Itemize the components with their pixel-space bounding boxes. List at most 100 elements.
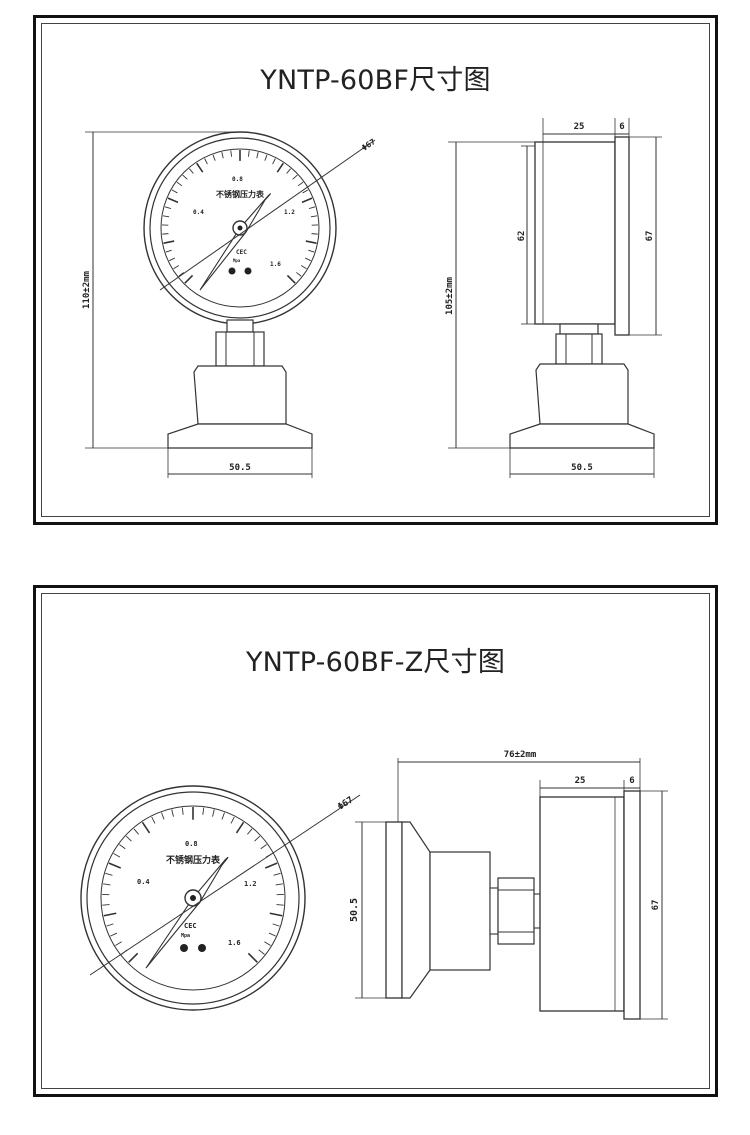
- scale-label: 0.4: [137, 878, 150, 886]
- scale-tick: [297, 181, 304, 187]
- logo: CEC: [236, 249, 247, 256]
- rim-height-label: 67: [645, 231, 655, 242]
- scale-tick: [302, 189, 309, 194]
- scale-tick: [173, 265, 180, 270]
- diaphragm-body: [429, 851, 491, 971]
- scale-tick: [119, 844, 126, 850]
- scale-tick: [247, 828, 253, 835]
- scale-tick: [182, 174, 188, 180]
- scale-tick: [235, 821, 245, 834]
- screw-dot: [244, 267, 252, 275]
- scale-tick: [128, 952, 139, 963]
- flange-width-label: 50.5: [571, 463, 593, 473]
- case: [539, 796, 625, 1012]
- flange-width-label: 50.5: [229, 463, 251, 473]
- panel-title: YNTP-60BF-Z尺寸图: [245, 647, 506, 678]
- dial-scale-ticks: [102, 807, 284, 963]
- front-view-gauge: 0.8 0.4 1.2 1.6 不锈钢压力表 CEC Mpa Φ67 50.5 …: [82, 131, 377, 478]
- flange: [167, 423, 313, 449]
- scale-tick: [102, 904, 110, 906]
- rim-depth-label: 6: [619, 122, 624, 132]
- diaphragm-body: [535, 363, 629, 425]
- scale-tick: [264, 154, 268, 161]
- scale-tick: [305, 240, 317, 245]
- scale-tick: [301, 197, 313, 204]
- needle-hub-center: [237, 225, 243, 231]
- scale-tick: [247, 150, 250, 157]
- case: [534, 141, 616, 325]
- scale-tick: [202, 807, 205, 815]
- scale-tick: [300, 265, 307, 270]
- scale-tick: [308, 206, 316, 209]
- flange: [385, 821, 403, 999]
- scale-tick: [113, 853, 121, 858]
- hex-nut: [555, 333, 603, 365]
- scale-tick: [221, 152, 224, 159]
- scale-tick: [272, 158, 276, 165]
- scale-tick: [165, 249, 172, 253]
- scale-tick: [110, 932, 118, 937]
- scale-label: 1.2: [284, 209, 295, 216]
- scale-tick: [115, 941, 122, 946]
- scale-tick: [108, 862, 122, 869]
- case-depth-label: 25: [574, 122, 585, 132]
- rim-depth-label: 6: [629, 776, 634, 786]
- dial-text: 不锈钢压力表: [216, 189, 265, 199]
- rim-height-label: 67: [651, 900, 661, 911]
- bezel-rim: [614, 136, 630, 336]
- total-height-label: 110±2mm: [82, 270, 92, 309]
- scale-tick: [125, 835, 132, 842]
- scale-tick: [167, 197, 179, 204]
- scale-label: 1.6: [270, 261, 281, 268]
- scale-tick: [106, 923, 114, 927]
- gauge-needle: [199, 193, 271, 291]
- logo: CEC: [184, 922, 197, 930]
- screw-dot: [198, 944, 206, 952]
- scale-tick: [275, 883, 283, 886]
- scale-tick: [272, 923, 280, 927]
- scale-tick: [230, 150, 233, 157]
- scale-tick: [264, 941, 271, 946]
- scale-tick: [163, 240, 175, 245]
- scale-tick: [189, 168, 194, 174]
- scale-tick: [176, 181, 183, 187]
- scale-tick: [184, 274, 194, 284]
- scale-tick: [151, 816, 156, 824]
- scale-tick: [230, 816, 235, 824]
- scale-tick: [268, 932, 276, 937]
- scale-tick: [310, 215, 318, 218]
- scale-tick: [103, 912, 117, 917]
- unit-text: Mpa: [181, 933, 190, 939]
- scale-tick: [292, 174, 298, 180]
- panel-title: YNTP-60BF尺寸图: [260, 65, 491, 96]
- front-view-gauge-2: 0.8 0.4 1.2 1.6 不锈钢压力表 CEC Mpa Φ67: [80, 785, 361, 1011]
- scale-tick: [204, 158, 208, 165]
- scale-tick: [212, 809, 215, 817]
- scale-tick: [221, 812, 225, 820]
- diameter-label: Φ67: [360, 137, 377, 153]
- scale-tick: [133, 828, 139, 835]
- scale-tick: [162, 215, 170, 218]
- bezel-rim: [623, 790, 641, 1020]
- scale-tick: [181, 807, 184, 815]
- panel-inner-frame: [41, 23, 710, 517]
- case-height-label: 62: [517, 231, 527, 242]
- flange-taper: [401, 821, 431, 999]
- scale-tick: [196, 162, 204, 173]
- total-length-label: 76±2mm: [504, 750, 537, 760]
- scale-tick: [212, 154, 216, 161]
- scale-tick: [141, 821, 151, 834]
- scale-tick: [276, 162, 284, 173]
- diaphragm-body: [193, 365, 287, 425]
- scale-tick: [308, 249, 315, 253]
- side-view-back-mount: 76±2mm 25 6 50.5 67: [349, 750, 668, 1020]
- scale-tick: [254, 835, 261, 842]
- scale-label: 0.4: [193, 209, 204, 216]
- scale-tick: [260, 844, 267, 850]
- scale-tick: [164, 206, 172, 209]
- scale-label: 0.8: [185, 840, 198, 848]
- diameter-leader: [89, 794, 361, 976]
- scale-tick: [247, 952, 258, 963]
- scale-tick: [273, 872, 281, 876]
